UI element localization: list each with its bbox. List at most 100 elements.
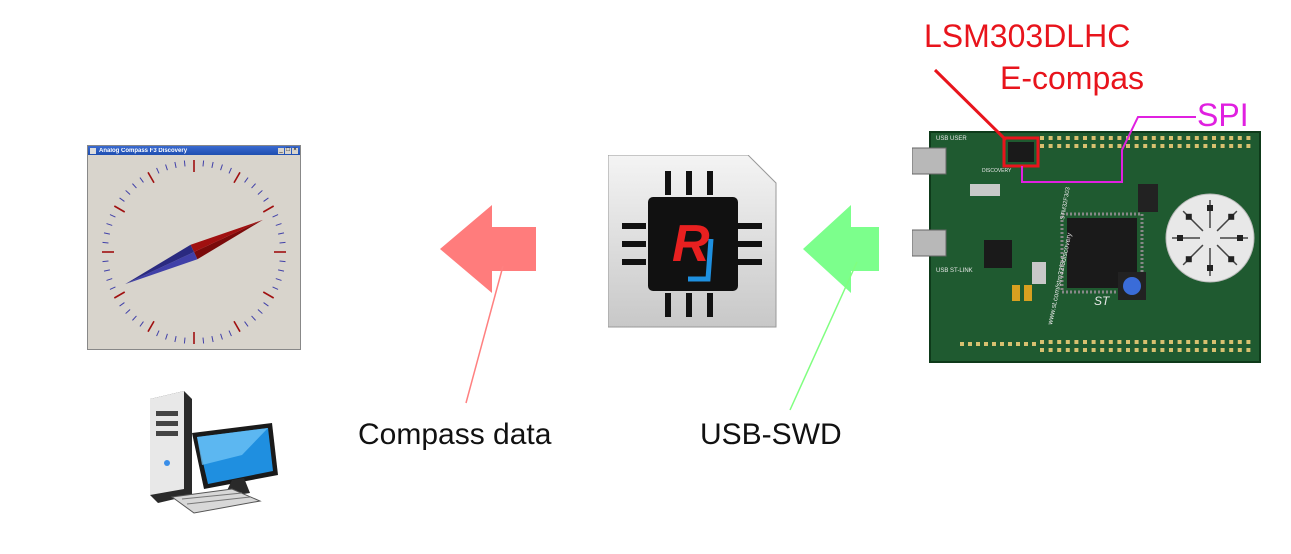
- compass-tick: [132, 183, 137, 189]
- compass-tick: [272, 286, 279, 290]
- header-pin: [1229, 348, 1234, 352]
- compass-tick: [279, 260, 286, 263]
- silk-usb-user: USB USER: [936, 136, 967, 142]
- header-pin: [1194, 348, 1199, 352]
- header-pin: [1126, 348, 1130, 352]
- header-pin: [1100, 348, 1105, 352]
- compass-tick: [103, 232, 110, 235]
- header-pin: [1065, 348, 1070, 352]
- header-pin: [1203, 144, 1208, 148]
- swd-pin: [1000, 342, 1004, 346]
- chip-icon: R: [608, 155, 777, 328]
- compass-tick: [228, 167, 232, 174]
- header-pin: [1083, 348, 1087, 352]
- swd-pin: [1024, 342, 1028, 346]
- header-pin: [1177, 144, 1182, 148]
- header-pin: [1220, 144, 1225, 148]
- compass-tick: [263, 302, 269, 307]
- header-pin: [1212, 144, 1216, 148]
- header-pin: [1186, 144, 1191, 148]
- header-pin: [1194, 136, 1199, 140]
- swd-pin: [1008, 342, 1012, 346]
- header-pin: [1057, 144, 1062, 148]
- header-pin: [1143, 340, 1148, 344]
- header-pin: [1169, 144, 1173, 148]
- compass-tick: [275, 223, 282, 226]
- header-pin: [1177, 340, 1182, 344]
- maximize-button[interactable]: □: [285, 146, 291, 154]
- header-pin: [1100, 340, 1105, 344]
- header-pin: [1237, 348, 1242, 352]
- header-pin: [1160, 144, 1165, 148]
- compass-tick: [113, 291, 126, 299]
- compass-tick: [139, 177, 144, 183]
- header-pin: [1203, 136, 1208, 140]
- header-pin: [1091, 144, 1096, 148]
- header-pin: [1100, 136, 1105, 140]
- close-button[interactable]: ×: [292, 146, 298, 154]
- compass-tick: [125, 190, 131, 195]
- compass-tick: [278, 269, 285, 272]
- header-pin: [1194, 340, 1199, 344]
- compass-tick: [251, 183, 256, 189]
- header-pin: [1246, 348, 1251, 352]
- header-pin: [1143, 348, 1148, 352]
- swd-pin: [984, 342, 988, 346]
- header-pin: [1194, 144, 1199, 148]
- compass-ticks: [102, 160, 286, 344]
- header-pin: [1203, 348, 1208, 352]
- header-pin: [1237, 144, 1242, 148]
- header-pin: [1134, 144, 1139, 148]
- compass-tick: [139, 321, 144, 327]
- led: [1237, 235, 1243, 241]
- needle-north-dark: [194, 219, 263, 260]
- compass-tick: [233, 320, 241, 333]
- spi-label: SPI: [1197, 97, 1249, 133]
- compass-tick: [211, 161, 214, 168]
- compass-tick: [278, 232, 285, 235]
- compass-tick: [279, 241, 286, 244]
- compass-tick: [202, 337, 205, 344]
- compass-tick: [257, 309, 263, 314]
- header-pin: [1074, 144, 1079, 148]
- compass-tick: [119, 302, 125, 307]
- compass-tick: [262, 291, 275, 299]
- header-pin: [1143, 144, 1148, 148]
- header-pin: [1065, 144, 1070, 148]
- header-pin: [1083, 340, 1087, 344]
- header-pin: [1151, 144, 1156, 148]
- header-pin: [1040, 136, 1044, 140]
- header-pin: [1220, 348, 1225, 352]
- minimize-button[interactable]: _: [278, 146, 284, 154]
- compass-data-label: Compass data: [358, 418, 552, 451]
- header-pin: [1117, 340, 1122, 344]
- compass-tick: [147, 320, 155, 333]
- compass-tick: [244, 177, 249, 183]
- compass-window: Analog Compass F3 Discovery _ □ ×: [87, 145, 301, 350]
- led: [1207, 205, 1213, 211]
- compass-tick: [109, 214, 116, 218]
- header-pin: [1108, 348, 1113, 352]
- compass-tick: [257, 190, 263, 195]
- led: [1207, 265, 1213, 271]
- led: [1228, 213, 1235, 220]
- compass-tick: [211, 336, 214, 343]
- led: [1185, 256, 1192, 263]
- arrow-left-icon: [440, 205, 536, 293]
- header-pin: [1040, 144, 1044, 148]
- header-pin: [1117, 144, 1122, 148]
- header-pin: [1091, 136, 1096, 140]
- header-pin: [1160, 136, 1165, 140]
- header-pin: [1083, 144, 1087, 148]
- header-pin: [1040, 340, 1044, 344]
- compass-window-titlebar[interactable]: Analog Compass F3 Discovery _ □ ×: [88, 146, 300, 155]
- header-pin: [1057, 340, 1062, 344]
- header-pin: [1177, 136, 1182, 140]
- header-pin: [1117, 348, 1122, 352]
- led: [1185, 213, 1192, 220]
- compass-tick: [244, 321, 249, 327]
- arrow-right-icon: [803, 205, 879, 293]
- compass-tick: [132, 315, 137, 321]
- swd-pin: [968, 342, 972, 346]
